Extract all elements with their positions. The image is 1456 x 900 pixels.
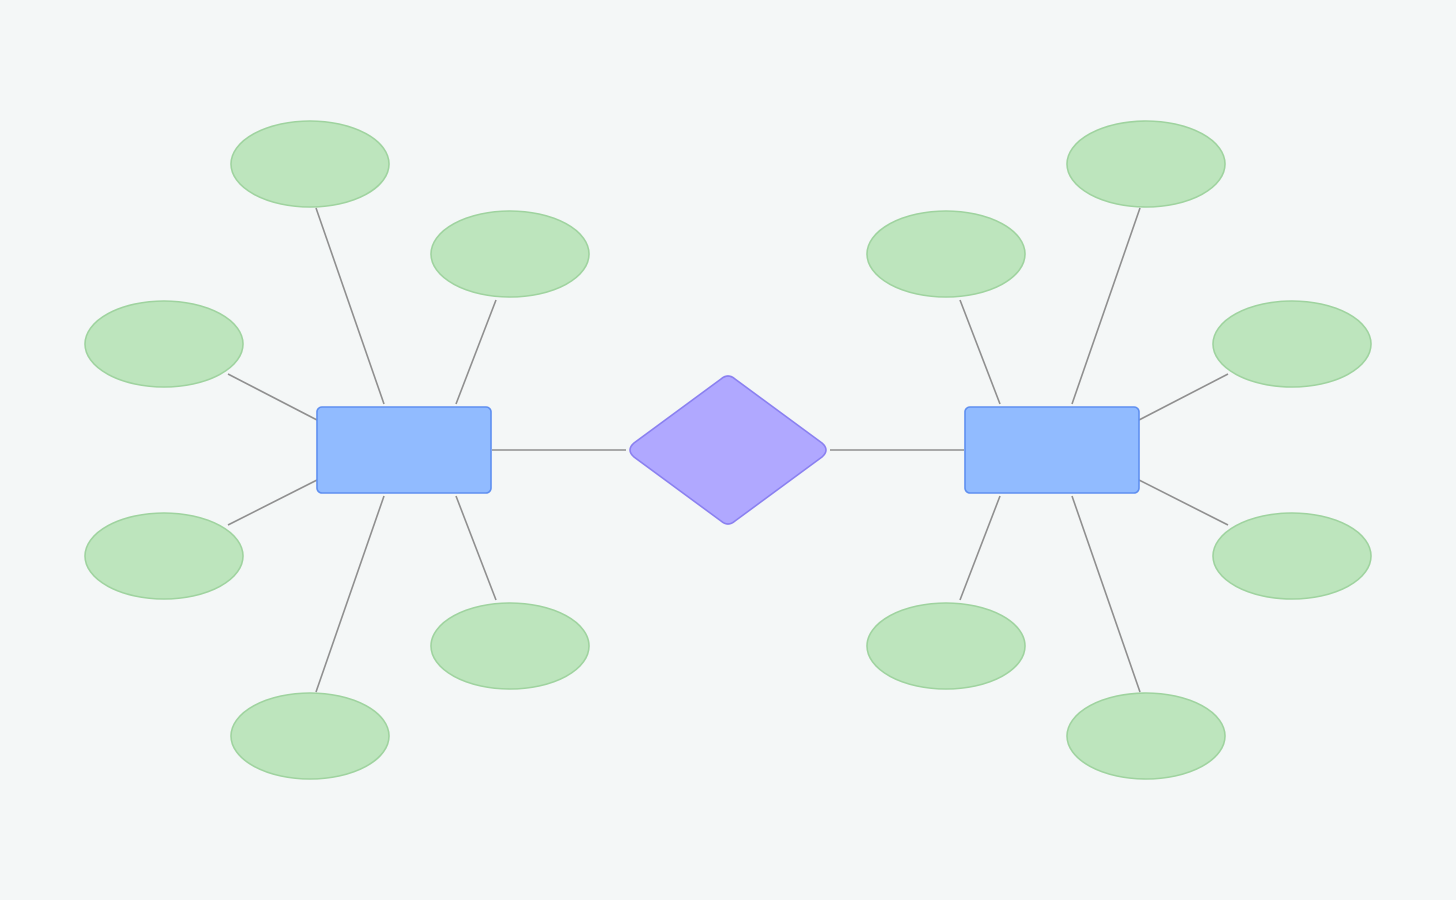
connector-right-attr-4 bbox=[1138, 479, 1229, 526]
attribute-node[interactable] bbox=[866, 602, 1026, 690]
connector-right-attr-1 bbox=[1071, 207, 1141, 405]
connector-left-attr-4 bbox=[227, 479, 318, 526]
attribute-node[interactable] bbox=[430, 602, 590, 690]
attribute-node[interactable] bbox=[1212, 300, 1372, 388]
connector-left-attr-1 bbox=[315, 207, 385, 405]
connector-right-attr-3 bbox=[1138, 373, 1229, 421]
relationship-diamond[interactable] bbox=[629, 375, 827, 525]
left-entity[interactable] bbox=[316, 406, 492, 494]
attribute-node[interactable] bbox=[430, 210, 590, 298]
left-entity-attributes bbox=[84, 120, 590, 780]
right-entity-attributes bbox=[866, 120, 1372, 780]
attribute-node[interactable] bbox=[1212, 512, 1372, 600]
attribute-node[interactable] bbox=[1066, 692, 1226, 780]
attribute-node[interactable] bbox=[84, 512, 244, 600]
connector-right-attr-2 bbox=[959, 299, 1001, 405]
attribute-node[interactable] bbox=[230, 120, 390, 208]
connector-left-attr-3 bbox=[227, 373, 318, 421]
connector-left-attr-5 bbox=[455, 495, 497, 601]
connector-left-attr-6 bbox=[315, 495, 385, 693]
connector-right-attr-6 bbox=[1071, 495, 1141, 693]
attribute-node[interactable] bbox=[1066, 120, 1226, 208]
attribute-node[interactable] bbox=[84, 300, 244, 388]
attribute-node[interactable] bbox=[230, 692, 390, 780]
connector-left-attr-2 bbox=[455, 299, 497, 405]
attribute-node[interactable] bbox=[866, 210, 1026, 298]
connector-group bbox=[227, 207, 1229, 693]
right-entity[interactable] bbox=[964, 406, 1140, 494]
connector-right-attr-5 bbox=[959, 495, 1001, 601]
